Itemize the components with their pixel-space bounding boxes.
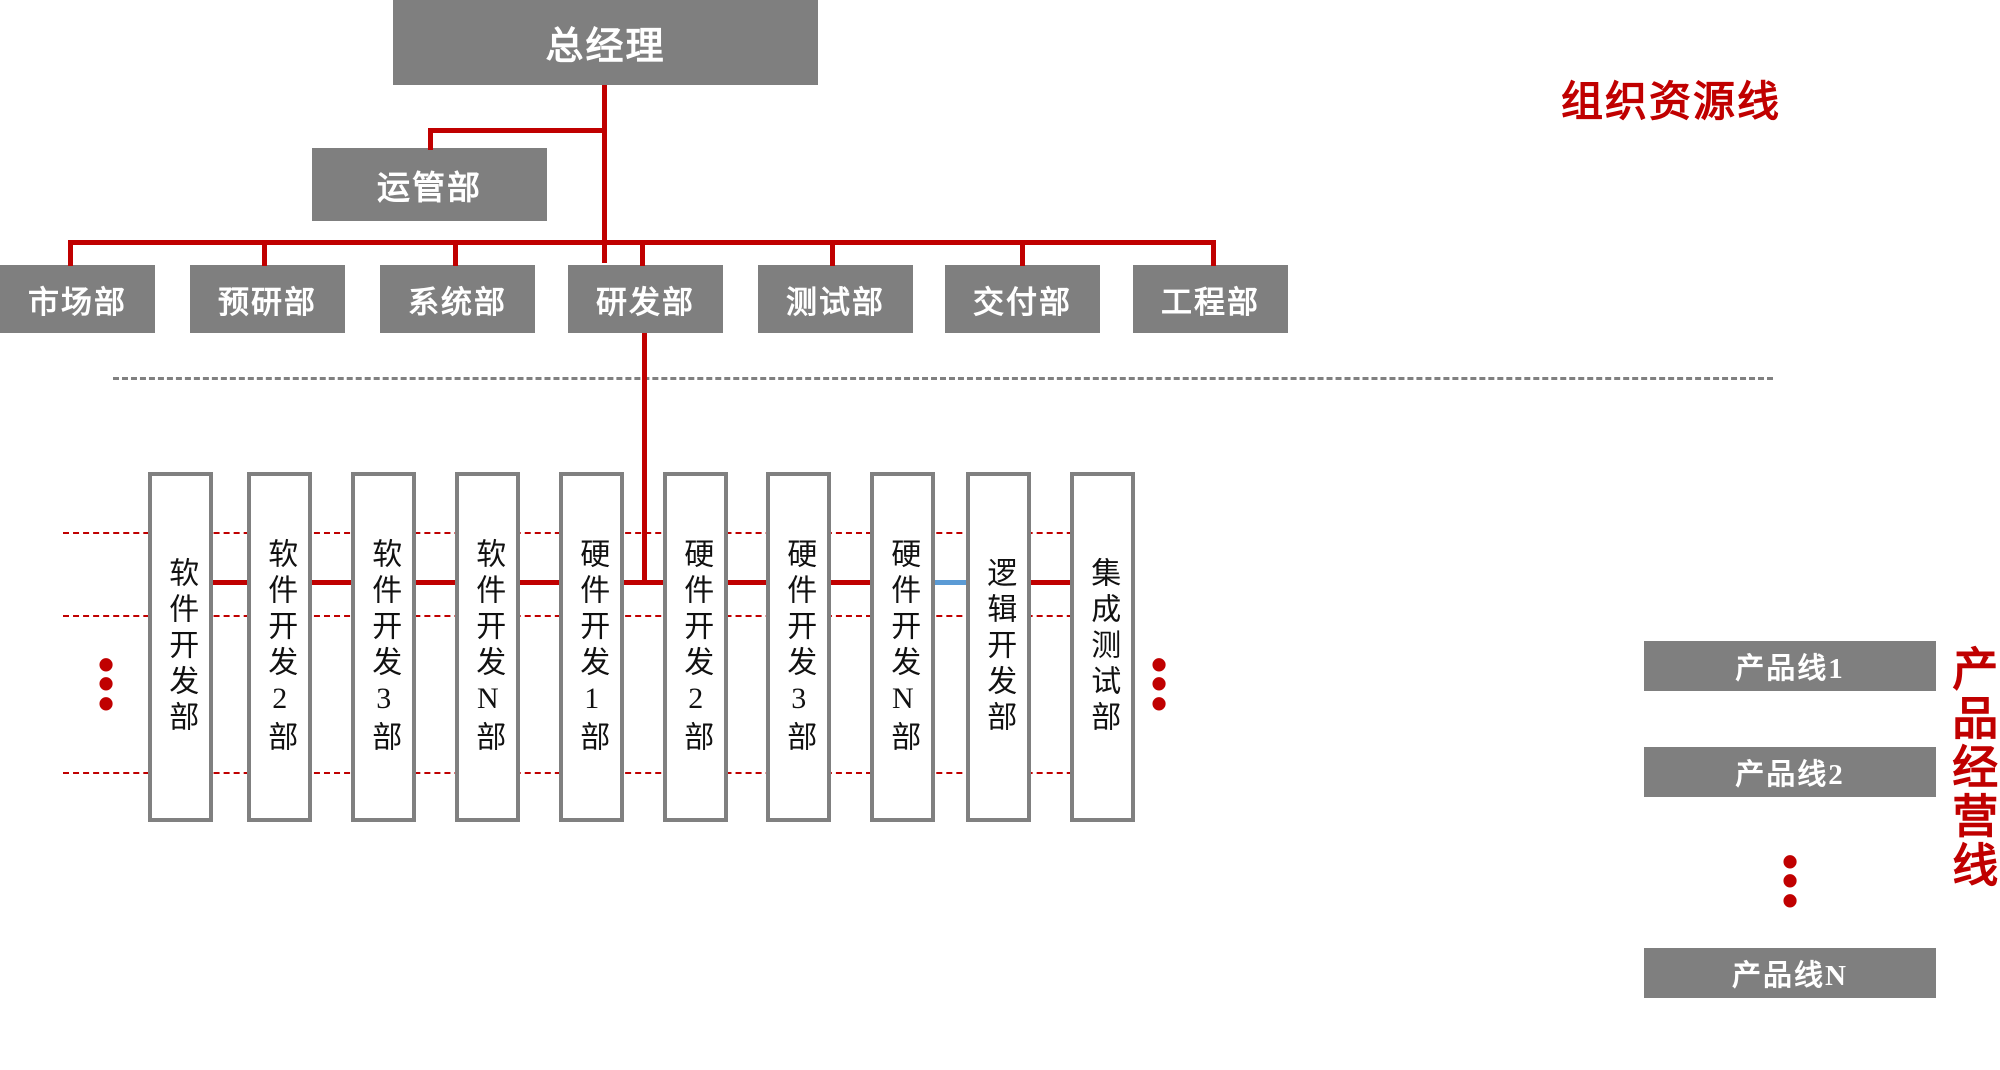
box-team-2[interactable]: 软件开发2部 [247, 472, 312, 822]
connector-team-bus-blue-segment [893, 580, 1003, 585]
connector-drop-dept-5 [830, 240, 835, 266]
box-team-10[interactable]: 集成测试部 [1070, 472, 1135, 822]
box-team-10-label: 集成测试部 [1086, 557, 1120, 737]
box-department-7-label: 工程部 [1161, 284, 1260, 320]
box-team-6[interactable]: 硬件开发2部 [663, 472, 728, 822]
box-general-manager[interactable]: 总经理 [393, 0, 818, 85]
label-org-resource-line: 组织资源线 [1561, 68, 1781, 129]
box-department-4-label: 研发部 [596, 284, 695, 320]
box-product-line-2-label: 产品线2 [1735, 759, 1845, 791]
box-department-3[interactable]: 系统部 [380, 265, 535, 333]
box-department-2[interactable]: 预研部 [190, 265, 345, 333]
connector-ops-drop [428, 128, 433, 150]
box-team-9[interactable]: 逻辑开发部 [966, 472, 1031, 822]
box-ops-dept-label: 运管部 [377, 170, 482, 207]
box-product-line-2[interactable]: 产品线2 [1644, 747, 1936, 797]
ellipsis-teams-left: • • • [97, 638, 115, 729]
connector-drop-dept-6 [1020, 240, 1025, 266]
box-team-8[interactable]: 硬件开发N部 [870, 472, 935, 822]
box-team-5-label: 硬件开发1部 [575, 537, 609, 757]
connector-team-bus-right [1003, 580, 1111, 585]
box-product-line-n-label: 产品线N [1732, 960, 1848, 992]
box-general-manager-label: 总经理 [545, 26, 666, 68]
label-product-business-line: 产品经营线 [1946, 645, 1999, 890]
box-product-line-1-label: 产品线1 [1735, 653, 1845, 685]
ellipsis-teams-right: • • • [1150, 638, 1168, 729]
box-team-3-label: 软件开发3部 [367, 537, 401, 757]
box-team-3[interactable]: 软件开发3部 [351, 472, 416, 822]
divider-management-lines [113, 377, 1773, 380]
box-team-1-label: 软件开发部 [164, 557, 198, 737]
box-team-4[interactable]: 软件开发N部 [455, 472, 520, 822]
label-org-resource-line-text: 组织资源线 [1561, 78, 1782, 125]
box-department-5-label: 测试部 [786, 284, 885, 320]
connector-gm-to-ops-horizontal [428, 128, 607, 133]
box-team-9-label: 逻辑开发部 [982, 557, 1016, 737]
box-team-1[interactable]: 软件开发部 [148, 472, 213, 822]
connector-drop-dept-1 [68, 240, 73, 266]
box-department-7[interactable]: 工程部 [1133, 265, 1288, 333]
box-product-line-n[interactable]: 产品线N [1644, 948, 1936, 998]
box-team-8-label: 硬件开发N部 [886, 537, 920, 757]
box-team-7[interactable]: 硬件开发3部 [766, 472, 831, 822]
box-product-line-1[interactable]: 产品线1 [1644, 641, 1936, 691]
box-team-2-label: 软件开发2部 [263, 537, 297, 757]
ellipsis-product-lines: • • • [1781, 835, 1799, 926]
box-department-4[interactable]: 研发部 [568, 265, 723, 333]
label-product-business-line-text: 产品经营线 [1946, 645, 1999, 890]
box-department-1-label: 市场部 [28, 284, 127, 320]
connector-team-bus-left [178, 580, 893, 585]
connector-drop-dept-3 [453, 240, 458, 266]
connector-drop-dept-2 [262, 240, 267, 266]
box-department-2-label: 预研部 [218, 284, 317, 320]
box-team-4-label: 软件开发N部 [471, 537, 505, 757]
connector-drop-dept-4 [640, 240, 645, 266]
box-ops-dept[interactable]: 运管部 [312, 148, 547, 221]
box-team-5[interactable]: 硬件开发1部 [559, 472, 624, 822]
box-department-6-label: 交付部 [973, 284, 1072, 320]
connector-rd-trunk [642, 333, 647, 581]
connector-drop-dept-7 [1211, 240, 1216, 266]
box-department-1[interactable]: 市场部 [0, 265, 155, 333]
box-team-6-label: 硬件开发2部 [679, 537, 713, 757]
connector-gm-trunk [602, 85, 607, 263]
box-department-3-label: 系统部 [408, 284, 507, 320]
box-department-5[interactable]: 测试部 [758, 265, 913, 333]
box-department-6[interactable]: 交付部 [945, 265, 1100, 333]
box-team-7-label: 硬件开发3部 [782, 537, 816, 757]
